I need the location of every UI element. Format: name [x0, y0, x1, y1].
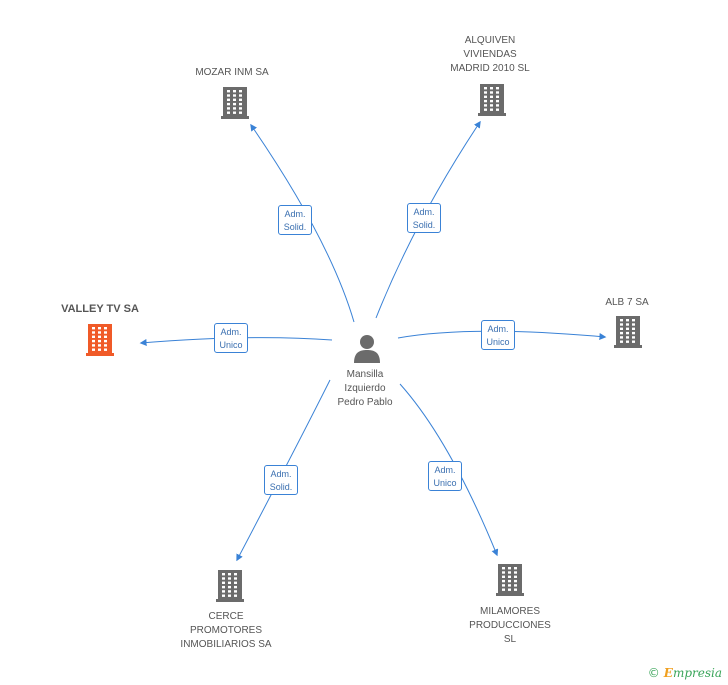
role-badge-milamores[interactable]: Adm. Unico — [428, 461, 462, 491]
company-label-line: VIVIENDAS — [463, 49, 517, 60]
footer-brand: ©Empresia — [648, 666, 722, 680]
role-line: Solid. — [269, 482, 293, 492]
company-label-milamores[interactable]: MILAMORES PRODUCCIONES SL — [430, 605, 590, 647]
company-label-line: ALB 7 SA — [605, 297, 649, 308]
building-icon-milamores[interactable] — [496, 564, 524, 596]
role-badge-mozar[interactable]: Adm. Solid. — [278, 205, 312, 235]
role-line: Solid. — [283, 222, 307, 232]
role-line: Unico — [433, 478, 457, 488]
role-line: Unico — [486, 337, 510, 347]
buildings-layer — [86, 84, 642, 602]
company-label-alquiven[interactable]: ALQUIVEN VIVIENDAS MADRID 2010 SL — [410, 34, 570, 76]
brand-initial: E — [663, 666, 673, 680]
company-label-line: MADRID 2010 SL — [450, 63, 530, 74]
brand-name: mpresia — [672, 666, 722, 680]
building-icon-valley[interactable] — [86, 324, 114, 356]
role-line: Adm. — [487, 324, 509, 334]
person-name-line: Pedro Pablo — [337, 397, 393, 408]
company-label-line: INMOBILIARIOS SA — [180, 639, 272, 650]
company-label-valley[interactable]: VALLEY TV SA — [20, 302, 180, 316]
role-line: Adm. — [434, 465, 456, 475]
company-label-line: CERCE — [208, 611, 244, 622]
person-name-line: Mansilla — [346, 369, 384, 380]
edge-cerce — [236, 379, 331, 562]
role-line: Unico — [219, 340, 243, 350]
copyright-icon: © — [647, 666, 660, 680]
role-line: Adm. — [413, 207, 435, 217]
person-name[interactable]: Mansilla Izquierdo Pedro Pablo — [285, 368, 445, 410]
building-icon-cerce[interactable] — [216, 570, 244, 602]
role-line: Solid. — [412, 220, 436, 230]
role-line: Adm. — [284, 209, 306, 219]
role-badge-alquiven[interactable]: Adm. Solid. — [407, 203, 441, 233]
building-icon-mozar[interactable] — [221, 87, 249, 119]
edge-milamores — [399, 383, 499, 557]
person-node[interactable] — [352, 333, 382, 363]
company-label-line: VALLEY TV SA — [61, 303, 139, 315]
company-label-line: MOZAR INM SA — [195, 67, 269, 78]
role-line: Adm. — [270, 469, 292, 479]
building-icon-alb7[interactable] — [614, 316, 642, 348]
company-label-line: ALQUIVEN — [464, 35, 516, 46]
company-label-alb7[interactable]: ALB 7 SA — [547, 296, 707, 310]
role-badge-cerce[interactable]: Adm. Solid. — [264, 465, 298, 495]
edge-mozar — [250, 123, 355, 323]
company-label-line: MILAMORES — [479, 606, 540, 617]
company-label-line: PRODUCCIONES — [469, 620, 551, 631]
role-badge-alb7[interactable]: Adm. Unico — [481, 320, 515, 350]
company-label-mozar[interactable]: MOZAR INM SA — [152, 66, 312, 80]
company-label-cerce[interactable]: CERCE PROMOTORES INMOBILIARIOS SA — [146, 610, 306, 652]
role-line: Adm. — [220, 327, 242, 337]
person-icon — [354, 335, 380, 363]
company-label-line: SL — [503, 634, 517, 645]
person-name-line: Izquierdo — [344, 383, 386, 394]
role-badge-valley[interactable]: Adm. Unico — [214, 323, 248, 353]
building-icon-alquiven[interactable] — [478, 84, 506, 116]
company-label-line: PROMOTORES — [189, 625, 263, 636]
